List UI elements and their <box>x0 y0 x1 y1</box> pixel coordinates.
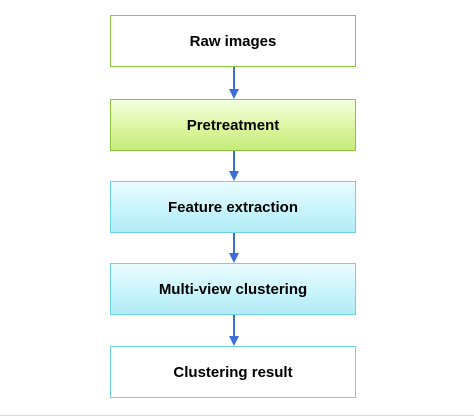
step-pretreatment: Pretreatment <box>110 99 356 151</box>
bottom-divider <box>0 415 474 416</box>
step-label: Clustering result <box>173 363 293 381</box>
step-clustering-result: Clustering result <box>110 346 356 398</box>
step-label: Multi-view clustering <box>158 280 308 298</box>
step-label: Feature extraction <box>167 198 299 216</box>
step-multi-view-clustering: Multi-view clustering <box>110 263 356 315</box>
step-raw-images: Raw images <box>110 15 356 67</box>
step-feature-extraction: Feature extraction <box>110 181 356 233</box>
step-label: Raw images <box>189 32 277 50</box>
step-label: Pretreatment <box>186 116 280 134</box>
